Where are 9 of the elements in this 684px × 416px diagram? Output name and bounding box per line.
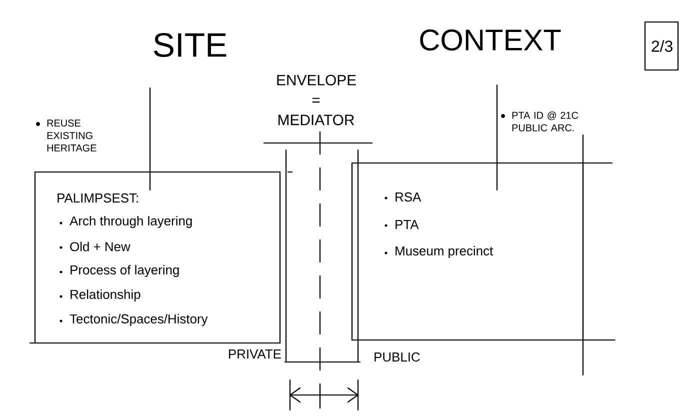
note: PTA ID @ 21C PUBLIC ARC. <box>512 112 578 132</box>
text-panel: PALIMPSEST: Arch through layering Old + New Process of layering Relationship Tectonic/Spaces/History <box>34 171 281 344</box>
zone-label: PUBLIC <box>374 352 420 362</box>
envelope-label: ENVELOPE = MEDIATOR <box>277 74 356 126</box>
text-panel: RSA PTA Museum precinct <box>351 162 584 341</box>
heading: CONTEXT <box>420 29 561 51</box>
page-number: 2/3 <box>652 40 672 52</box>
note: REUSE EXISTING HERITAGE <box>47 120 96 152</box>
heading: SITE <box>154 33 226 57</box>
